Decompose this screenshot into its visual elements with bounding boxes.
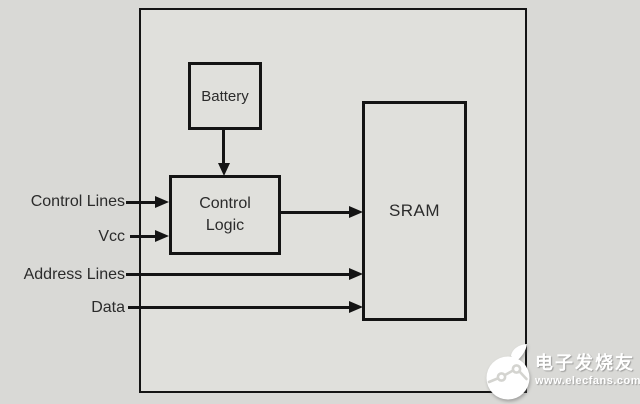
watermark-text: 电子发烧友 www.elecfans.com [535,353,640,388]
arrowhead-address-lines-icon [349,268,363,280]
arrowhead-data-icon [349,301,363,313]
watermark-url: www.elecfans.com [535,375,640,387]
control-logic-label-line2: Logic [205,217,245,234]
vcc-label: Vcc [98,228,125,245]
control-lines-label: Control Lines [30,193,125,210]
watermark-brand: 电子发烧友 [535,353,635,373]
sram-label: SRAM [388,201,441,220]
watermark: 电子发烧友 www.elecfans.com [486,344,640,402]
sram-box: SRAM [362,101,467,321]
arrow-battery-to-control-logic [222,129,225,165]
arrow-address-lines-to-sram [126,273,351,276]
battery-label: Battery [201,87,249,105]
data-label: Data [91,299,125,316]
arrow-control-logic-to-sram [279,211,351,214]
arrow-data-to-sram [128,306,351,309]
arrowhead-battery-to-control-logic-icon [218,163,230,176]
arrow-control-lines-to-control-logic [126,201,157,204]
address-lines-label: Address Lines [23,266,125,283]
arrowhead-control-logic-to-sram-icon [349,206,363,218]
control-logic-box: Control Logic [169,175,281,255]
arrow-vcc-to-control-logic [130,235,157,238]
control-logic-label-line1: Control [199,195,251,212]
battery-box: Battery [188,62,262,130]
arrowhead-control-lines-icon [155,196,169,208]
arrowhead-vcc-icon [155,230,169,242]
elecfans-logo-icon [486,344,530,400]
